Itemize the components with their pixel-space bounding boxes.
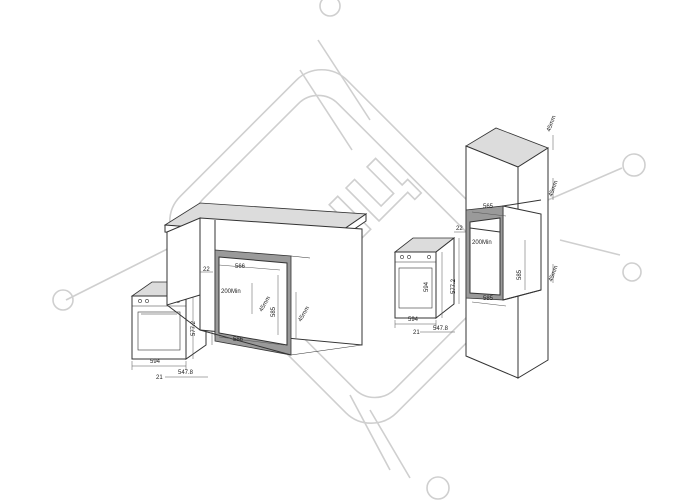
middle-oven-inner-height-label: 594 — [424, 281, 430, 292]
column-vent-top-label: 45mm — [546, 115, 557, 133]
column-niche-height-label: 585 — [517, 269, 523, 280]
left-oven-depth-label: 547.8 — [178, 370, 194, 376]
undercounter-cabinet — [163, 202, 368, 356]
oven-left — [130, 281, 213, 378]
undercounter-niche-height-label: 585 — [271, 306, 277, 317]
undercounter-left-offset-label: 22 — [203, 267, 210, 273]
column-vent-mid-label: 45mm — [548, 180, 559, 198]
undercounter-niche-width-label: 566 — [235, 264, 246, 270]
undercounter-niche-width-bottom-label: 586 — [233, 337, 244, 343]
undercounter-min-height-label: 200Min — [221, 289, 241, 295]
column-niche-width-bottom-label: 585 — [483, 296, 494, 302]
middle-oven-width-label: 594 — [408, 317, 419, 323]
left-oven-height-label-2: 577.2 — [191, 320, 197, 336]
column-min-height-label: 200Min — [472, 240, 492, 246]
middle-oven-door-label: 21 — [413, 330, 420, 336]
middle-oven-depth-label: 547.8 — [433, 326, 449, 332]
middle-oven-height-label: 577.2 — [451, 278, 457, 294]
column-vent-low-label: 45mm — [548, 265, 559, 283]
column-left-offset-label: 22 — [456, 226, 463, 232]
left-oven-width-label: 594 — [150, 359, 161, 365]
oven-middle — [393, 236, 460, 333]
column-niche-width-label: 565 — [483, 204, 494, 210]
column-cabinet — [454, 127, 554, 379]
left-oven-door-label: 21 — [156, 375, 163, 381]
